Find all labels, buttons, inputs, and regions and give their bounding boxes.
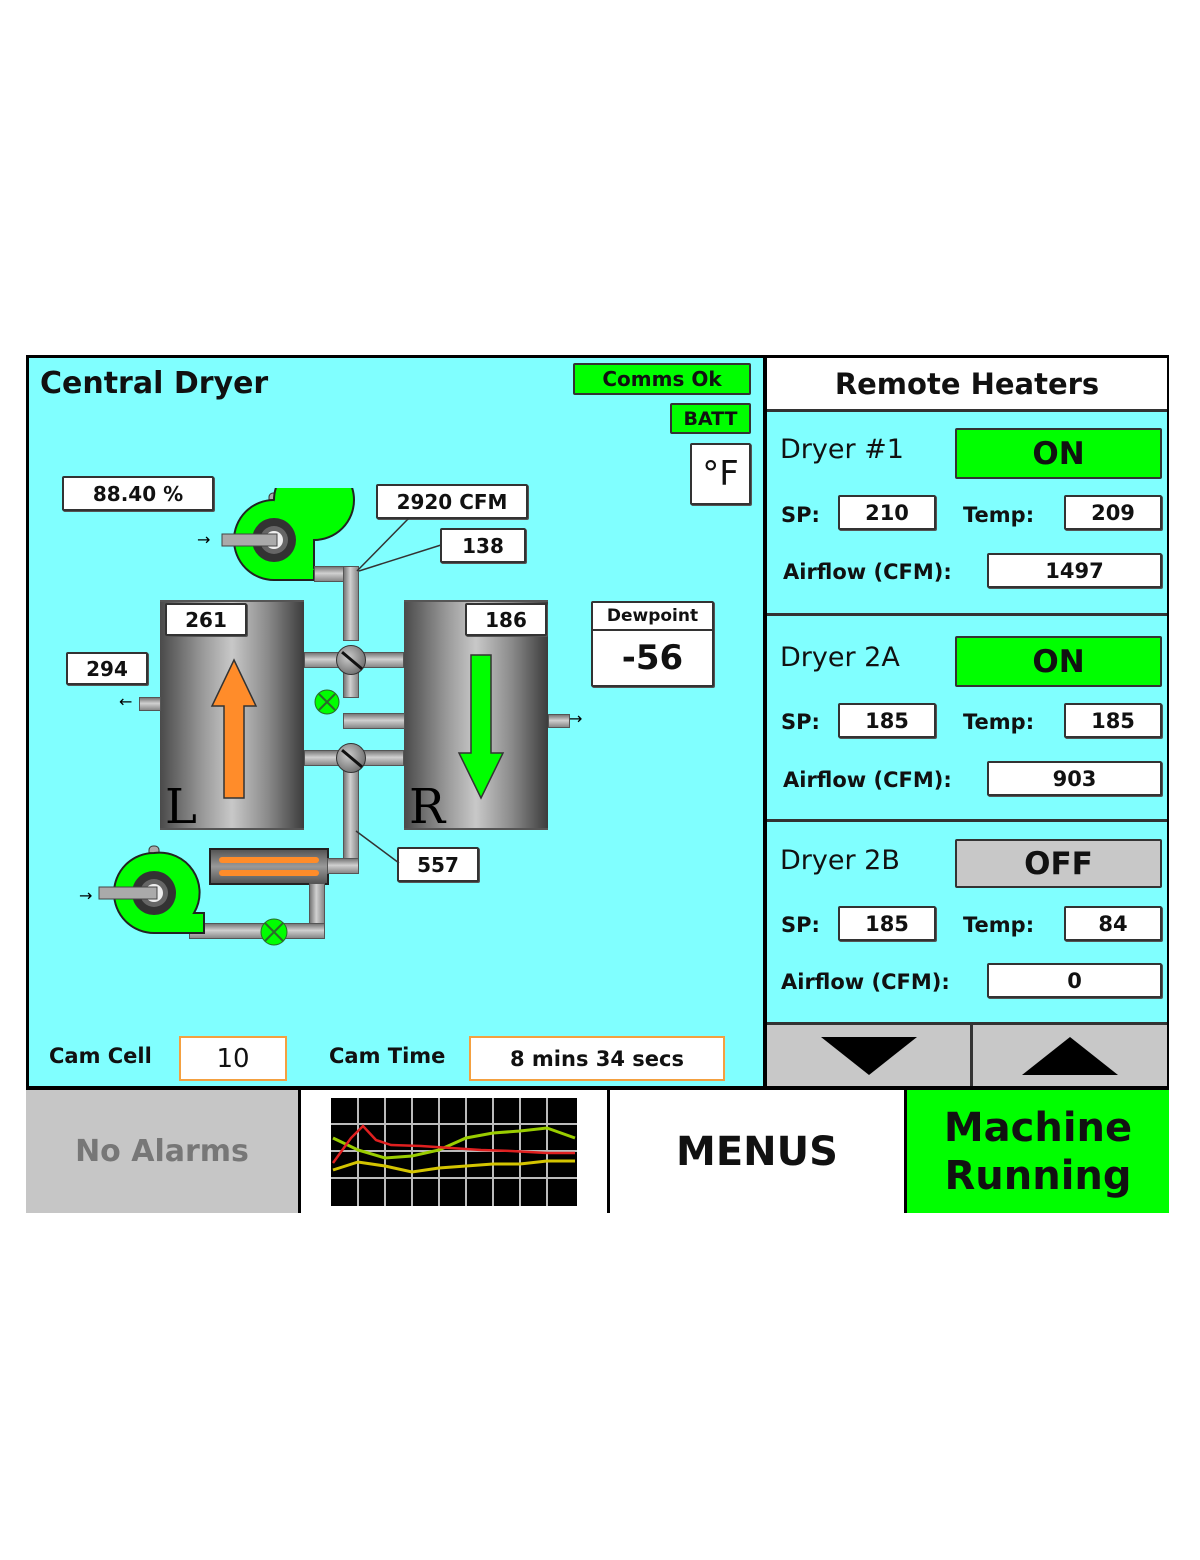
scroll-up-button[interactable] bbox=[973, 1025, 1167, 1086]
dryer-2b-sp-value[interactable]: 185 bbox=[838, 906, 936, 941]
dryer-1-airflow-value: 1497 bbox=[987, 553, 1162, 588]
machine-status-button[interactable]: Machine Running bbox=[907, 1090, 1169, 1213]
battery-status-badge: BATT bbox=[670, 403, 751, 434]
dryer-2a-temp-value: 185 bbox=[1064, 703, 1162, 738]
triangle-down-icon bbox=[820, 1036, 917, 1075]
machine-status-line1: Machine bbox=[943, 1104, 1133, 1151]
cam-time-label: Cam Time bbox=[329, 1044, 446, 1068]
right-outlet-pipe bbox=[548, 714, 570, 728]
dryer-2b-temp-label: Temp: bbox=[963, 913, 1035, 937]
alarms-button[interactable]: No Alarms bbox=[26, 1090, 298, 1213]
divider bbox=[767, 409, 1167, 412]
left-outlet-pipe bbox=[139, 697, 161, 711]
outlet-arrow-icon: → bbox=[569, 709, 583, 728]
triangle-up-icon bbox=[1022, 1036, 1118, 1075]
dewpoint-value: -56 bbox=[621, 638, 684, 678]
cam-time-value: 8 mins 34 secs bbox=[469, 1036, 725, 1081]
lower-switching-valve-icon bbox=[336, 743, 366, 773]
dryer-2a-sp-label: SP: bbox=[781, 710, 820, 734]
blower-percent-value: 88.40 % bbox=[62, 476, 214, 511]
remote-heaters-panel: Remote Heaters Dryer #1 ON SP: 210 Temp:… bbox=[767, 358, 1167, 1086]
divider bbox=[767, 1022, 1167, 1025]
dryer-2a-name: Dryer 2A bbox=[780, 642, 900, 673]
scroll-down-button[interactable] bbox=[767, 1025, 970, 1086]
inlet-arrow-icon: → bbox=[197, 530, 211, 549]
regen-valve-icon bbox=[260, 918, 288, 946]
left-tower-temp: 261 bbox=[165, 603, 247, 636]
dryer-2a-airflow-label: Airflow (CFM): bbox=[783, 768, 952, 792]
leader-line bbox=[355, 830, 400, 864]
dryer-1-temp-value: 209 bbox=[1064, 495, 1162, 530]
flow-up-arrow-icon bbox=[210, 658, 258, 799]
process-pipe bbox=[343, 566, 359, 641]
regen-blower-icon bbox=[98, 845, 205, 934]
outlet-arrow-icon: ← bbox=[119, 692, 133, 711]
vent-valve-icon bbox=[314, 689, 340, 715]
menus-button[interactable]: MENUS bbox=[610, 1090, 904, 1213]
dryer-2b-state-button[interactable]: OFF bbox=[955, 839, 1162, 888]
dryer-2b-sp-label: SP: bbox=[781, 913, 820, 937]
dryer-1-temp-label: Temp: bbox=[963, 503, 1035, 527]
regen-pipe bbox=[327, 858, 359, 874]
dryer-2b-airflow-value: 0 bbox=[987, 963, 1162, 998]
dryer-2a-state-button[interactable]: ON bbox=[955, 636, 1162, 687]
cam-cell-value: 10 bbox=[179, 1036, 287, 1081]
inlet-arrow-icon: → bbox=[79, 886, 93, 905]
central-dryer-panel: Central Dryer Comms Ok BATT °F 88.40 % →… bbox=[29, 358, 763, 1086]
right-tower-temp: 186 bbox=[465, 603, 547, 636]
central-dryer-title: Central Dryer bbox=[40, 366, 269, 401]
process-temp-value: 138 bbox=[440, 528, 526, 563]
machine-status-line2: Running bbox=[944, 1152, 1132, 1199]
leader-lines bbox=[356, 517, 442, 572]
dryer-2b-airflow-label: Airflow (CFM): bbox=[781, 970, 950, 994]
regen-pipe bbox=[189, 923, 325, 939]
temperature-units-button[interactable]: °F bbox=[690, 443, 751, 505]
process-airflow-value: 2920 CFM bbox=[376, 484, 528, 519]
comms-status-badge: Comms Ok bbox=[573, 363, 751, 395]
dewpoint-display: Dewpoint -56 bbox=[591, 601, 714, 687]
cam-cell-label: Cam Cell bbox=[49, 1044, 152, 1068]
dryer-2a-airflow-value: 903 bbox=[987, 761, 1162, 796]
dryer-2a-temp-label: Temp: bbox=[963, 710, 1035, 734]
dryer-1-sp-value[interactable]: 210 bbox=[838, 495, 936, 530]
dryer-1-airflow-label: Airflow (CFM): bbox=[783, 560, 952, 584]
regen-heater-icon bbox=[209, 848, 329, 885]
trend-button[interactable] bbox=[301, 1090, 607, 1213]
left-outlet-temp: 294 bbox=[66, 652, 148, 685]
flow-down-arrow-icon bbox=[457, 654, 505, 800]
upper-switching-valve-icon bbox=[336, 645, 366, 675]
manifold-pipe bbox=[343, 713, 405, 729]
dryer-1-name: Dryer #1 bbox=[780, 434, 904, 465]
dryer-2b-temp-value: 84 bbox=[1064, 906, 1162, 941]
right-tower-label: R bbox=[409, 779, 446, 835]
divider bbox=[767, 613, 1167, 616]
dryer-1-state-button[interactable]: ON bbox=[955, 428, 1162, 479]
remote-heaters-title: Remote Heaters bbox=[767, 358, 1167, 409]
trend-chart-icon bbox=[331, 1097, 577, 1206]
left-tower-label: L bbox=[165, 779, 197, 835]
dryer-2a-sp-value[interactable]: 185 bbox=[838, 703, 936, 738]
dryer-1-sp-label: SP: bbox=[781, 503, 820, 527]
divider bbox=[767, 819, 1167, 822]
dryer-2b-name: Dryer 2B bbox=[780, 845, 900, 876]
divider bbox=[970, 1025, 973, 1086]
dewpoint-label: Dewpoint bbox=[593, 603, 712, 631]
regen-temp-value: 557 bbox=[397, 847, 479, 882]
blower-fan-icon bbox=[221, 488, 355, 581]
